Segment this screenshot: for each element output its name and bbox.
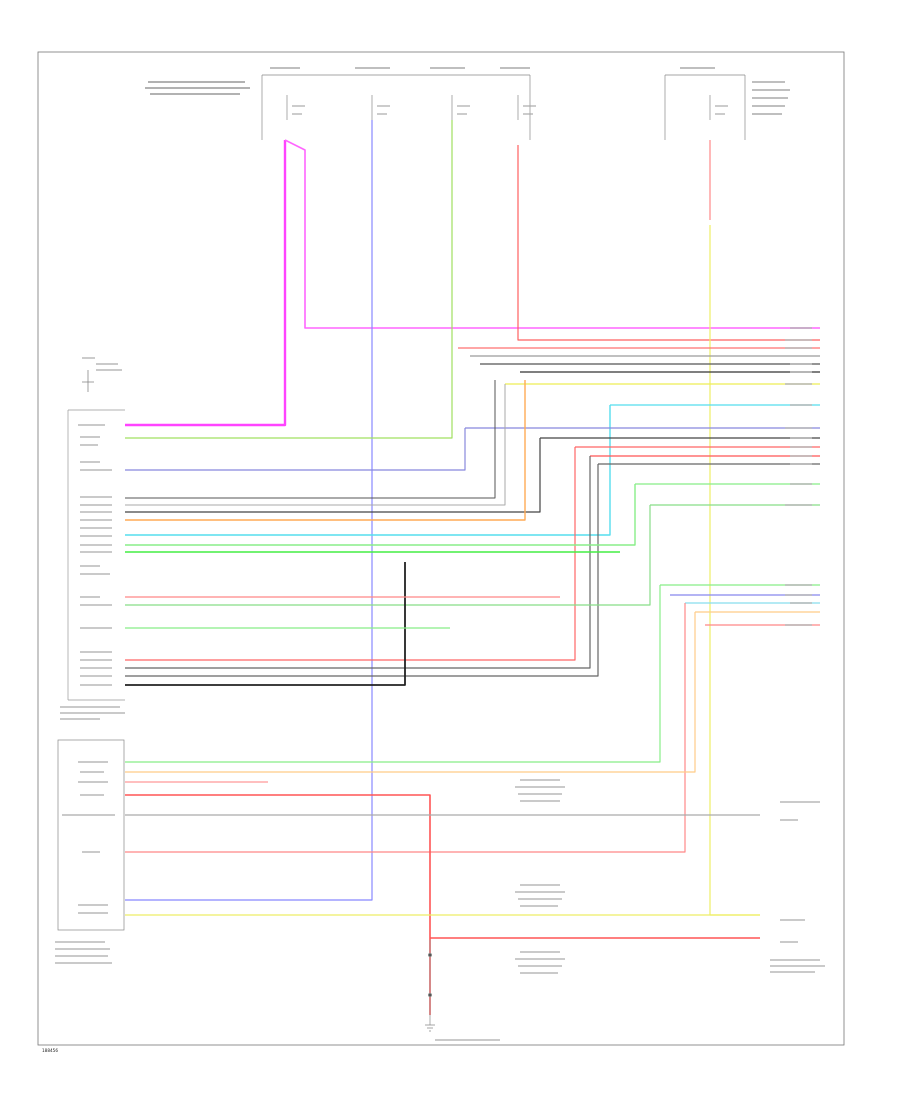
wire-red <box>517 145 820 341</box>
lower-left-module <box>55 739 125 964</box>
diagram-border <box>37 51 845 1046</box>
wires <box>125 120 820 1015</box>
wire-violet-2 <box>284 139 820 329</box>
fuse-panel-group <box>261 74 746 140</box>
figure-id: 188456 <box>42 1048 58 1053</box>
wire-green <box>125 120 453 439</box>
bottom-center-labels <box>435 779 565 1041</box>
fuses <box>286 95 711 120</box>
sensor-symbol <box>82 370 94 392</box>
fuse-headers <box>145 67 790 115</box>
sensor-labels <box>82 357 122 371</box>
ground-splices <box>425 940 435 1032</box>
wire-blue <box>125 120 373 901</box>
fuse-labels <box>292 105 728 115</box>
left-module <box>60 409 125 720</box>
wire-violet <box>125 140 287 427</box>
right-labels <box>770 327 825 973</box>
